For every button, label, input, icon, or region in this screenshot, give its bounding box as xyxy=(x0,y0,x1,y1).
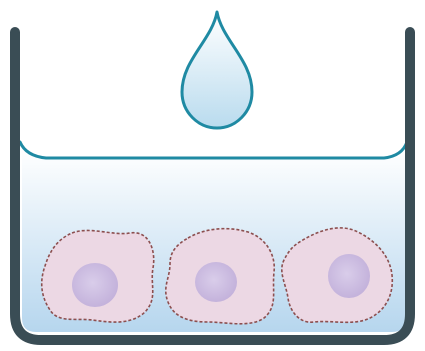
cell-2 xyxy=(166,229,274,324)
cell-1 xyxy=(42,230,154,322)
medium-surface-line xyxy=(20,142,407,158)
cell-nucleus xyxy=(195,262,237,302)
cell-nucleus xyxy=(72,263,118,307)
cell-nucleus xyxy=(328,254,370,298)
drop xyxy=(182,12,252,128)
